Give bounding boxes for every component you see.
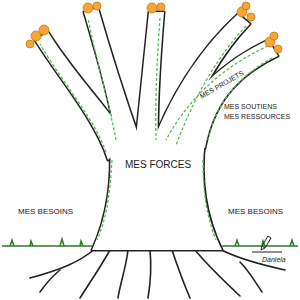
roots — [30, 248, 285, 298]
branch-label: MES SOUTIENS — [224, 103, 277, 110]
side-label: MES BESOINS — [18, 208, 73, 216]
side-label: MES BESOINS — [228, 208, 283, 216]
branch-label: MES RESSOURCES — [224, 113, 290, 120]
signature: Daniela — [262, 256, 286, 263]
pencil-icon — [252, 236, 282, 252]
trunk-label: MES FORCES — [125, 160, 191, 170]
blossoms — [26, 2, 282, 53]
leaf-scallops — [40, 18, 272, 240]
